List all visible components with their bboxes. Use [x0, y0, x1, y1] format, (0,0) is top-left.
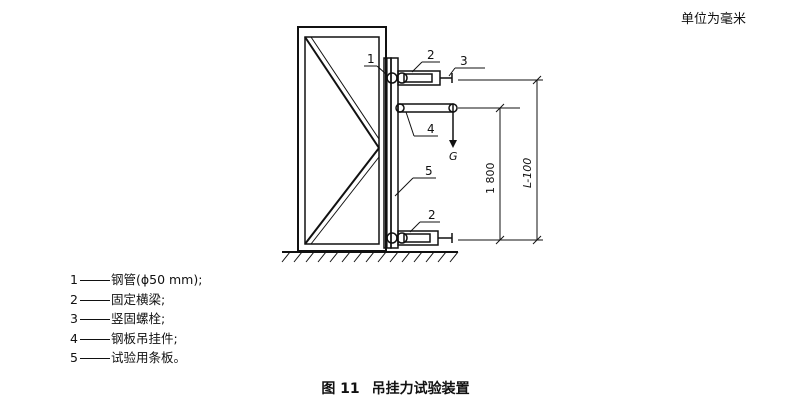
caption-title: 吊挂力试验装置 [371, 381, 470, 397]
bottom-fixing-beam [386, 230, 453, 246]
legend-text: 固定横梁; [111, 291, 166, 307]
test-strip-board [390, 57, 399, 249]
dimension-1800: 1 800 [484, 163, 497, 195]
legend-text: 试验用条板。 [111, 350, 187, 365]
test-frame [297, 26, 387, 252]
legend-text: 钢板吊挂件; [111, 330, 178, 346]
callout-3: 3 [460, 54, 468, 68]
legend-item: 4 钢板吊挂件; [70, 329, 202, 349]
top-fixing-beam [386, 70, 453, 86]
legend-item: 3 竖固螺栓; [70, 309, 202, 329]
legend-number: 5 [70, 350, 78, 365]
callout-4: 4 [427, 122, 435, 136]
test-apparatus-diagram: 1 2 3 4 5 2 G 1 800 L-100 [281, 26, 543, 263]
callout-2-top: 2 [427, 48, 435, 62]
legend-dash [80, 299, 110, 301]
legend-dash [80, 319, 110, 321]
legend-dash [80, 280, 110, 282]
legend-item: 1 钢管(ϕ50 mm); [70, 270, 202, 290]
legend-number: 3 [70, 311, 78, 326]
legend-text: 竖固螺栓; [111, 311, 166, 326]
dimension-lines [458, 75, 543, 245]
callout-2-bottom: 2 [428, 208, 436, 222]
legend-dash [80, 338, 110, 340]
legend-item: 5 试验用条板。 [70, 348, 202, 368]
legend-number: 2 [70, 291, 78, 307]
legend-text: 钢管(ϕ50 mm); [111, 272, 203, 287]
figure-caption: 图 11 吊挂力试验装置 [0, 378, 791, 398]
load-label-g: G [449, 150, 458, 163]
hanging-steel-plate [395, 103, 458, 148]
leader-lines [364, 61, 485, 233]
dimension-l-minus-100: L-100 [521, 158, 534, 188]
legend-number: 4 [70, 330, 78, 346]
callout-1: 1 [367, 52, 375, 66]
callout-5: 5 [425, 164, 433, 178]
legend-item: 2 固定横梁; [70, 290, 202, 310]
caption-number: 图 11 [321, 381, 360, 397]
ground [281, 251, 459, 263]
legend-number: 1 [70, 272, 78, 287]
legend: 1 钢管(ϕ50 mm); 2 固定横梁; 3 竖固螺栓; 4 钢板吊挂件; 5 试验用条… [70, 270, 202, 368]
legend-dash [80, 358, 110, 360]
unit-note: 单位为毫米 [680, 12, 746, 27]
